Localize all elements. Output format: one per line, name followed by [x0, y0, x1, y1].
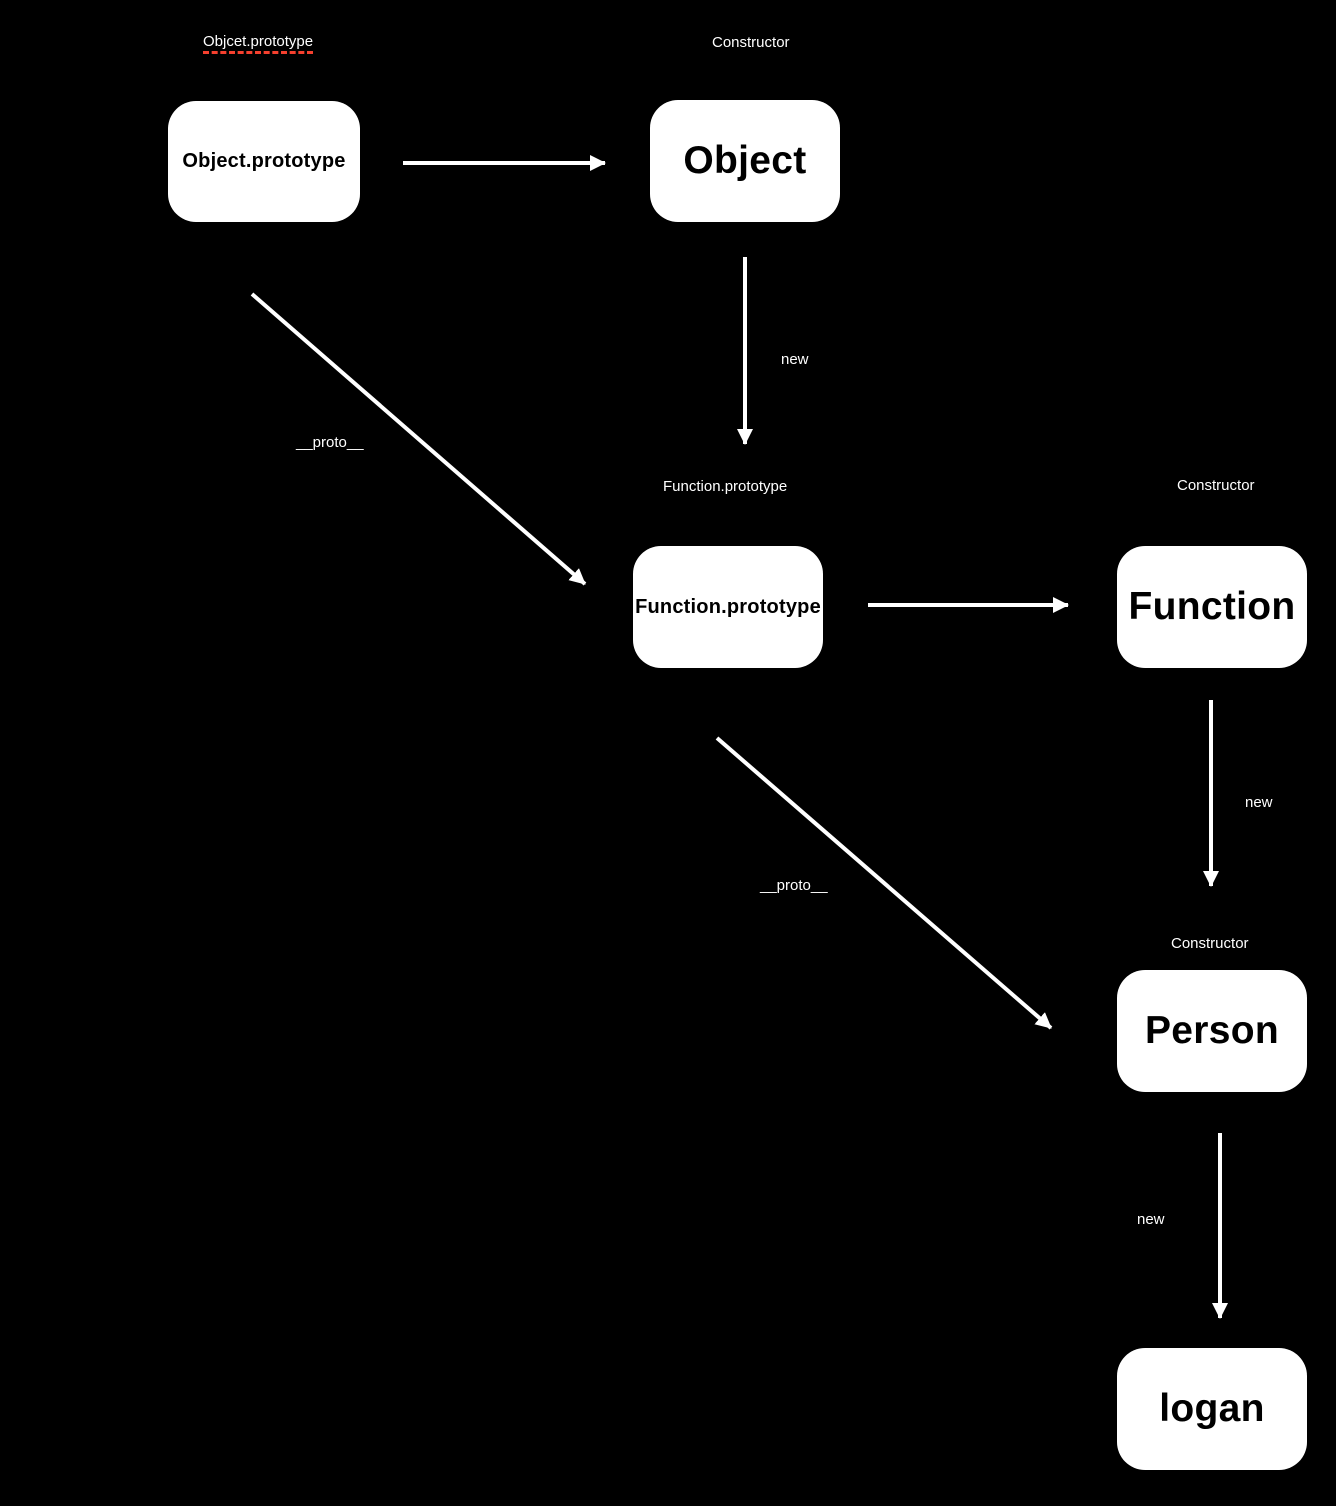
- node-logan[interactable]: logan: [1117, 1348, 1307, 1470]
- node-function-prototype[interactable]: Function.prototype: [633, 546, 823, 668]
- node-person-label: Person: [1144, 1009, 1279, 1052]
- annotation-constructor-person: Constructor: [1171, 935, 1249, 952]
- node-object-prototype[interactable]: Object.prototype: [168, 101, 360, 222]
- annotation-constructor-object: Constructor: [712, 34, 790, 51]
- edge-label-new-person: new: [1137, 1211, 1165, 1228]
- node-object[interactable]: Object: [650, 100, 840, 222]
- node-object-label: Object: [683, 139, 807, 182]
- edge-label-proto-objectprototype: __proto__: [296, 434, 364, 451]
- edge-label-proto-functionprototype: __proto__: [760, 877, 828, 894]
- annotation-constructor-function: Constructor: [1177, 477, 1255, 494]
- annotation-objcet-prototype: Objcet.prototype: [203, 33, 314, 54]
- node-object-prototype-label: Object.prototype: [182, 150, 346, 172]
- node-function-prototype-label: Function.prototype: [635, 595, 821, 618]
- node-person[interactable]: Person: [1117, 970, 1307, 1092]
- node-function-label: Function: [1128, 585, 1296, 628]
- misspelled-text: Objcet.prototype: [203, 33, 314, 54]
- edge-label-new-function: new: [1245, 794, 1273, 811]
- edge-label-new-object: new: [781, 351, 809, 368]
- node-function[interactable]: Function: [1117, 546, 1307, 668]
- node-logan-label: logan: [1159, 1387, 1265, 1430]
- annotation-function-prototype: Function.prototype: [663, 478, 788, 495]
